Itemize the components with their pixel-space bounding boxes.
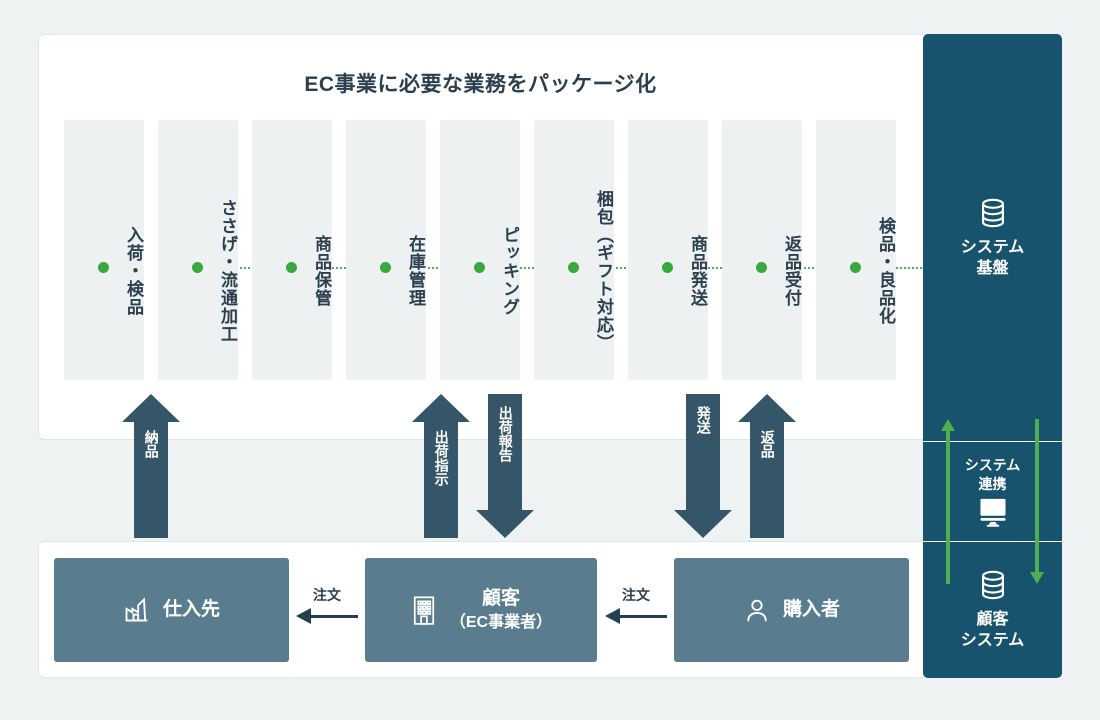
process-column-1[interactable]: ささげ・流通加工 (158, 120, 238, 380)
order-arrow-label: 注文 (622, 587, 650, 603)
arrow-head-icon (674, 510, 732, 538)
database-icon (976, 568, 1010, 602)
process-column-7[interactable]: 返品受付 (722, 120, 802, 380)
flow-arrow-delivery: 納品 (122, 394, 180, 538)
actor-customer[interactable]: 顧客 （EC事業者） (365, 558, 597, 662)
arrow-head-icon (941, 419, 955, 431)
arrow-shaft (686, 394, 720, 512)
arrow-shaft (488, 394, 522, 512)
flow-arrow-shipping-report: 出荷報告 (476, 394, 534, 538)
sidebar-section-title: システム 連携 (965, 456, 1021, 492)
process-label: 商品発送 (688, 235, 707, 307)
sidebar-section-system-foundation[interactable]: システム 基盤 (923, 34, 1062, 441)
arrow-shaft (946, 429, 950, 584)
sync-arrow-down (1030, 419, 1044, 584)
process-dot-7 (756, 262, 767, 273)
process-label: 梱包（ギフト対応） (594, 190, 613, 352)
factory-icon (123, 596, 151, 624)
arrow-head-icon (122, 394, 180, 422)
process-label: 在庫管理 (406, 235, 425, 307)
building-icon (410, 595, 438, 625)
order-arrow-supplier: 注文 (296, 585, 358, 629)
sidebar-title-line2: 基盤 (976, 259, 1009, 277)
process-label: 返品受付 (782, 235, 801, 307)
flow-arrow-shipping-instruction: 出荷指示 (412, 394, 470, 538)
arrow-head-icon (476, 510, 534, 538)
sidebar-section-title: システム 基盤 (961, 238, 1025, 280)
sync-arrow-up (941, 419, 955, 584)
process-column-2[interactable]: 商品保管 (252, 120, 332, 380)
process-column-3[interactable]: 在庫管理 (346, 120, 426, 380)
process-dot-6 (662, 262, 673, 273)
process-dot-5 (568, 262, 579, 273)
process-label: 入荷・検品 (124, 226, 143, 316)
actor-buyer[interactable]: 購入者 (674, 558, 909, 662)
flow-arrow-label: 返品 (759, 430, 776, 458)
arrow-shaft (619, 615, 667, 618)
arrow-shaft (750, 420, 784, 538)
sidebar-divider-2 (923, 541, 1062, 542)
person-icon (743, 596, 771, 624)
process-dot-4 (474, 262, 485, 273)
arrow-head-icon (412, 394, 470, 422)
process-column-5[interactable]: 梱包（ギフト対応） (534, 120, 614, 380)
process-column-0[interactable]: 入荷・検品 (64, 120, 144, 380)
process-dot-0 (98, 262, 109, 273)
sidebar-title-line2: システム (960, 632, 1025, 649)
sidebar-divider-1 (923, 441, 1062, 442)
flow-arrow-label: 出荷指示 (433, 430, 450, 486)
flow-arrow-label: 納品 (143, 430, 160, 458)
process-dot-3 (380, 262, 391, 273)
sidebar-section-title: 顧客 システム (961, 610, 1025, 652)
order-arrow-label: 注文 (313, 587, 341, 603)
sidebar-title-line1: システム (964, 457, 1021, 474)
sidebar-title-line1: 顧客 (976, 611, 1009, 629)
arrow-head-icon (605, 608, 620, 624)
actor-supplier[interactable]: 仕入先 (54, 558, 289, 662)
actor-label: 購入者 (782, 599, 840, 621)
monitor-icon (976, 497, 1010, 527)
arrow-shaft (134, 420, 168, 538)
flow-arrow-label: 発送 (695, 406, 712, 434)
arrow-head-icon (296, 608, 311, 624)
process-dot-1 (192, 262, 203, 273)
database-icon (976, 196, 1010, 230)
page-title: EC事業に必要な業務をパッケージ化 (304, 73, 657, 96)
process-column-8[interactable]: 検品・良品化 (816, 120, 896, 380)
flow-arrow-label: 出荷報告 (497, 406, 514, 462)
actor-label: 顧客 (481, 588, 520, 610)
flow-arrow-return: 返品 (738, 394, 796, 538)
actor-sublabel: （EC事業者） (449, 614, 553, 632)
process-label: 検品・良品化 (876, 217, 895, 325)
process-column-6[interactable]: 商品発送 (628, 120, 708, 380)
sidebar-section-customer-system[interactable]: 顧客 システム (923, 542, 1062, 678)
process-dot-8 (850, 262, 861, 273)
sidebar-title-line1: システム (960, 238, 1025, 256)
sidebar-section-system-linkage[interactable]: システム 連携 (923, 442, 1062, 541)
system-sidebar: システム 基盤 システム 連携 (923, 34, 1062, 678)
flow-arrow-dispatch: 発送 (674, 394, 732, 538)
arrow-shaft (1035, 419, 1039, 574)
arrow-head-icon (738, 394, 796, 422)
actor-label: 仕入先 (162, 599, 220, 621)
order-arrow-customer: 注文 (605, 585, 667, 629)
process-column-group: 入荷・検品 ささげ・流通加工 商品保管 在庫管理 ピッキング 梱包（ギフト対応）… (64, 120, 926, 380)
process-label: 商品保管 (312, 235, 331, 307)
arrow-shaft (424, 420, 458, 538)
arrow-head-icon (1030, 572, 1044, 584)
process-label: ピッキング (500, 226, 519, 316)
process-label: ささげ・流通加工 (218, 199, 237, 343)
process-dot-2 (286, 262, 297, 273)
arrow-shaft (310, 615, 358, 618)
actor-label-block: 顧客 （EC事業者） (450, 586, 552, 633)
process-column-4[interactable]: ピッキング (440, 120, 520, 380)
sidebar-title-line2: 連携 (978, 475, 1007, 492)
